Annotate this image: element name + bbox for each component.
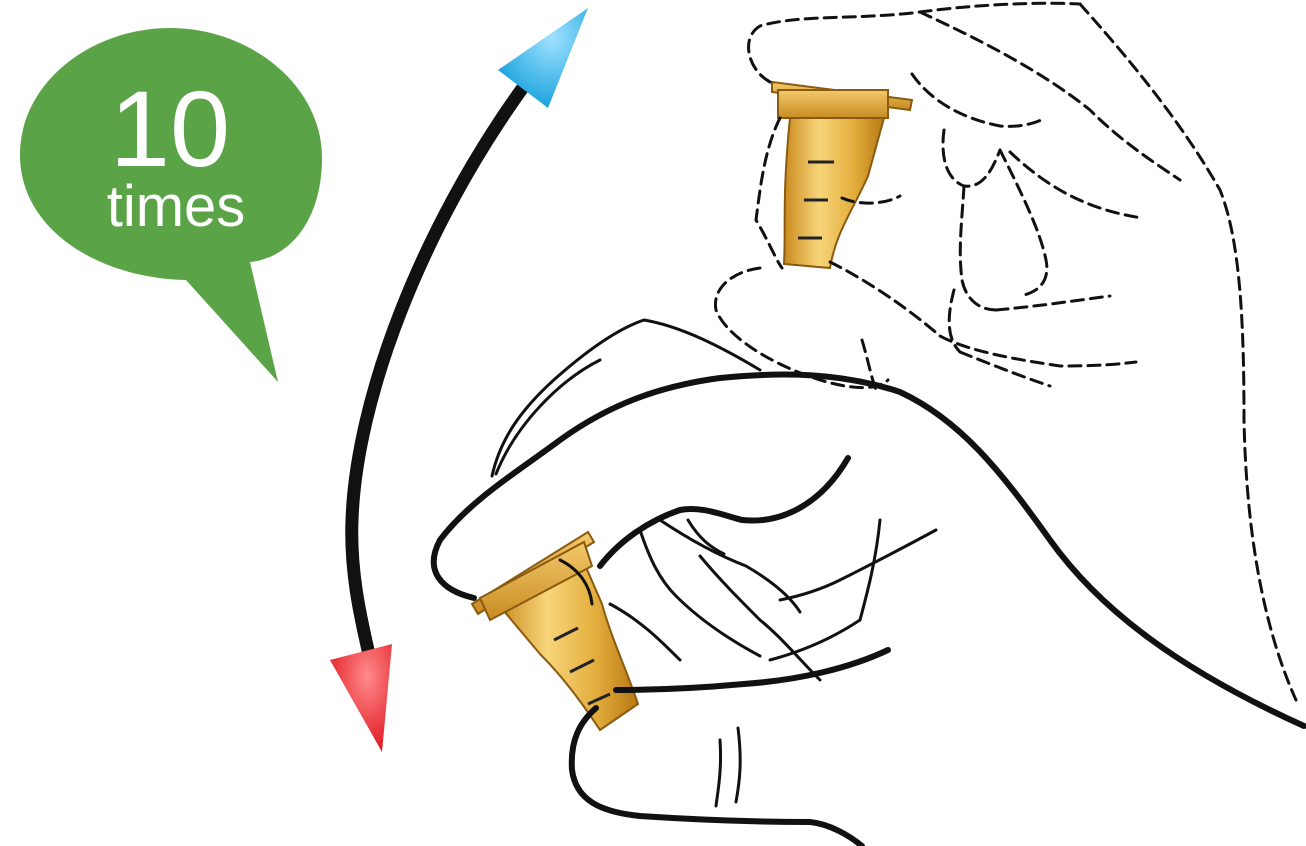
tube-upright-icon <box>772 82 912 268</box>
speech-bubble-icon: 10 times <box>20 28 322 382</box>
hand-inverted-solid-icon <box>434 320 1304 846</box>
bubble-count: 10 <box>110 68 230 189</box>
tube-inverted-icon <box>472 532 638 730</box>
arrow-down-head-icon <box>330 644 392 752</box>
arrow-shaft <box>352 86 524 650</box>
bubble-unit: times <box>107 174 246 239</box>
